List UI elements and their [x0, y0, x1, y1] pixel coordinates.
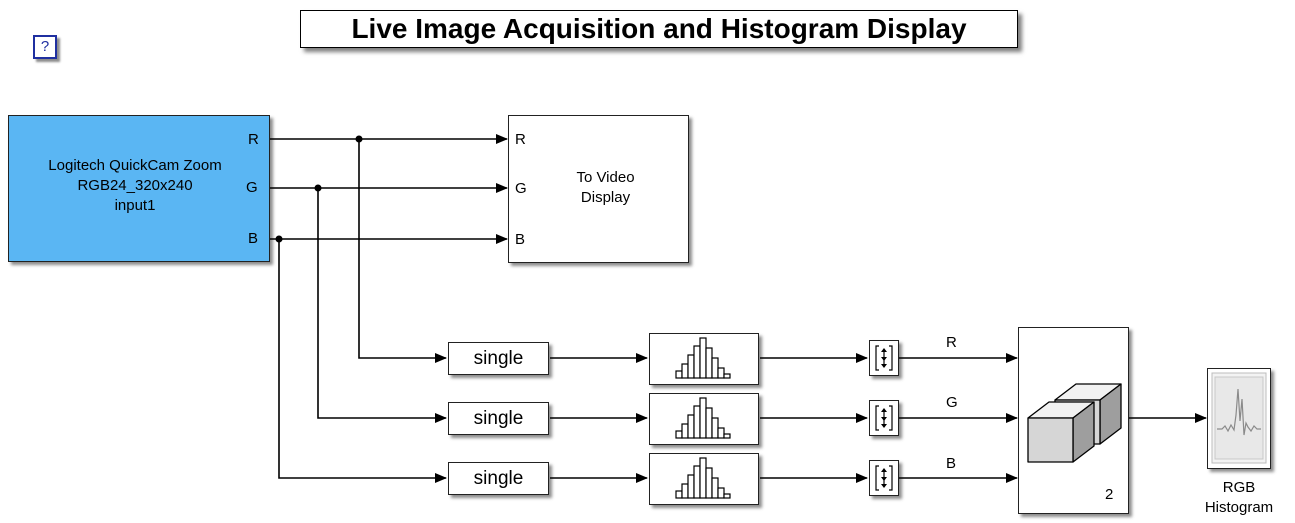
concatenate-dimension: 2	[1105, 486, 1114, 503]
histogram-icon	[675, 337, 731, 379]
camera-port-b: B	[248, 230, 259, 247]
camera-port-g: G	[246, 179, 258, 196]
rgb-histogram-scope-block[interactable]	[1207, 368, 1271, 469]
wire-r-to-single[interactable]	[358, 139, 447, 363]
branch-point-r	[355, 135, 363, 143]
camera-port-r: R	[248, 131, 259, 148]
video-port-g: G	[515, 180, 527, 197]
signal-label-r: R	[946, 334, 957, 351]
video-display-line1: To Video	[576, 169, 635, 186]
selector-icon	[875, 405, 893, 431]
video-port-r: R	[515, 131, 526, 148]
histogram-block-r[interactable]	[649, 333, 759, 385]
branch-point-g	[314, 184, 322, 192]
camera-name: Logitech QuickCam Zoom	[48, 157, 222, 174]
selector-block-g[interactable]	[869, 400, 899, 436]
histogram-icon	[675, 457, 731, 499]
video-port-b: B	[515, 231, 526, 248]
help-button[interactable]: ?	[33, 35, 57, 59]
signal-label-b: B	[946, 455, 957, 472]
wire-b-to-single[interactable]	[278, 239, 447, 483]
video-display-block[interactable]: R G B To Video Display	[508, 115, 689, 263]
signal-label-g: G	[946, 394, 958, 411]
histogram-icon	[675, 397, 731, 439]
scope-icon	[1211, 372, 1267, 464]
histogram-block-g[interactable]	[649, 393, 759, 445]
video-display-line2: Display	[580, 189, 631, 206]
selector-icon	[875, 465, 893, 491]
branch-point-b	[275, 235, 283, 243]
selector-block-b[interactable]	[869, 460, 899, 496]
diagram-title: Live Image Acquisition and Histogram Dis…	[300, 10, 1018, 48]
convert-single-r[interactable]: single	[448, 342, 549, 375]
scope-caption-line1: RGB	[1222, 479, 1256, 496]
convert-single-b[interactable]: single	[448, 462, 549, 495]
scope-caption-line2: Histogram	[1204, 499, 1274, 516]
selector-icon	[875, 345, 893, 371]
wire-g-to-single[interactable]	[317, 188, 447, 423]
convert-single-g[interactable]: single	[448, 402, 549, 435]
camera-source-block[interactable]: Logitech QuickCam Zoom RGB24_320x240 inp…	[8, 115, 270, 262]
histogram-block-b[interactable]	[649, 453, 759, 505]
matrix-concatenate-block[interactable]: 2	[1018, 327, 1129, 514]
concatenate-cubes-icon	[1027, 383, 1122, 463]
camera-format: RGB24_320x240	[77, 177, 193, 194]
camera-input: input1	[114, 197, 156, 214]
selector-block-r[interactable]	[869, 340, 899, 376]
